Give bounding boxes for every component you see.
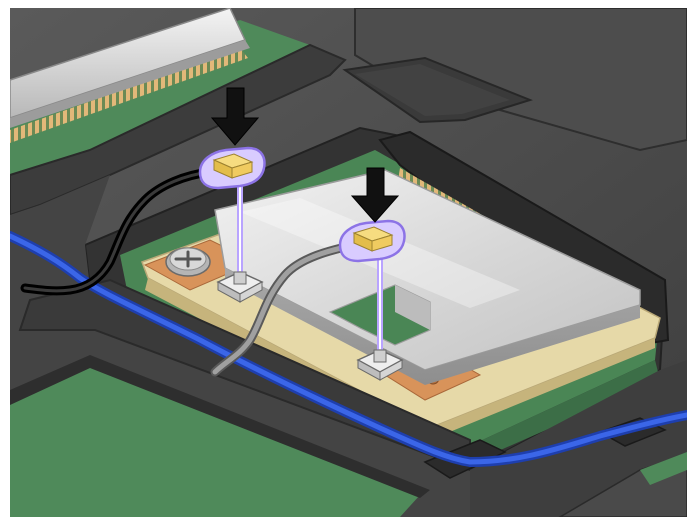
- down-arrow-icon: [350, 167, 400, 223]
- phillips-screw-icon: [165, 247, 211, 277]
- lower-green-board: [10, 365, 420, 517]
- card-pcb-edge: [145, 278, 655, 440]
- right-bottom-green: [640, 452, 687, 485]
- down-arrow-icon: [210, 87, 260, 146]
- chassis-recess-slot-inner: [355, 64, 510, 116]
- shield-notch-wall: [395, 285, 430, 330]
- antenna-terminal-aux: [356, 349, 404, 381]
- antenna-connector-icon: [338, 219, 406, 263]
- motherboard-green-shade: [120, 305, 660, 470]
- antenna-terminal-main: [216, 271, 264, 303]
- upper-gold-contacts: [10, 48, 248, 143]
- lower-green-board-edge: [10, 355, 430, 498]
- upper-silver-edge: [10, 40, 250, 128]
- antenna-connector-icon: [198, 146, 266, 190]
